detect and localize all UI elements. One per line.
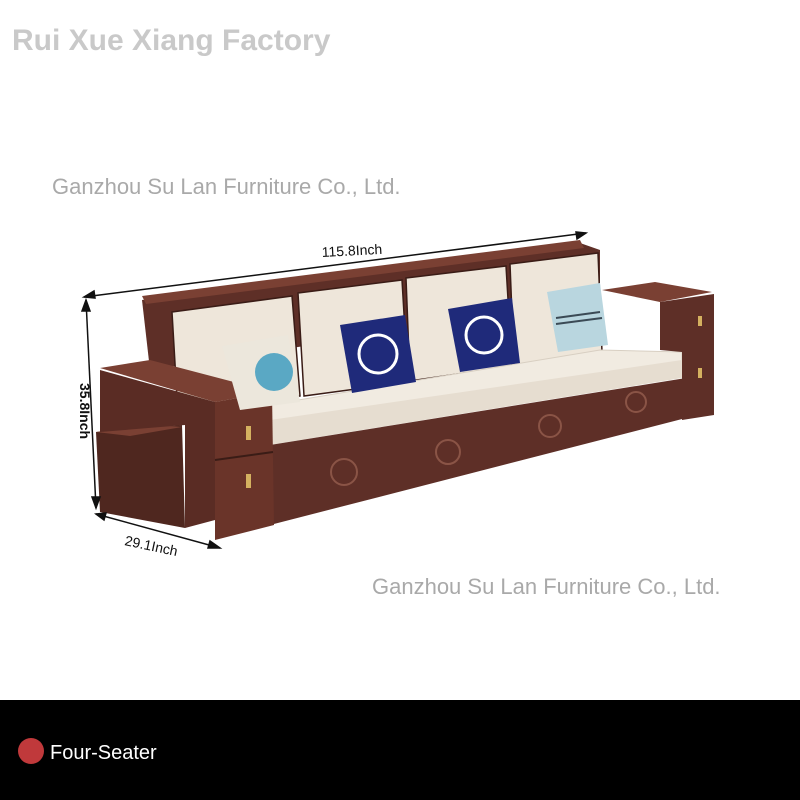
option-bar bbox=[0, 700, 800, 800]
length-dimension-line bbox=[83, 232, 587, 298]
height-label: 35.8Inch bbox=[77, 383, 93, 439]
pillow-navy bbox=[448, 298, 520, 372]
left-armrest-side bbox=[100, 370, 215, 528]
option-label: Four-Seater bbox=[50, 742, 157, 764]
length-label: 115.8Inch bbox=[321, 241, 382, 260]
company-watermark-top: Ganzhou Su Lan Furniture Co., Ltd. bbox=[52, 174, 401, 199]
pillow-light-blue bbox=[547, 283, 608, 352]
pillow-navy bbox=[340, 315, 416, 393]
factory-watermark: Rui Xue Xiang Factory bbox=[12, 24, 331, 57]
sofa-base bbox=[270, 378, 686, 525]
right-armrest-top bbox=[602, 282, 712, 302]
height-dimension-line bbox=[85, 299, 97, 509]
left-armrest-top bbox=[100, 360, 272, 402]
company-watermark-bottom: Ganzhou Su Lan Furniture Co., Ltd. bbox=[372, 574, 721, 599]
color-swatch[interactable] bbox=[18, 738, 44, 764]
sofa-back-top bbox=[142, 240, 584, 304]
sofa-illustration: 115.8Inch 35.8Inch 29.1Inch bbox=[77, 231, 714, 559]
left-armrest-front bbox=[215, 392, 274, 540]
depth-label: 29.1Inch bbox=[123, 532, 179, 559]
seat-cushion-front bbox=[270, 360, 682, 445]
depth-dimension-line bbox=[95, 513, 221, 549]
pillow-light-emblem bbox=[255, 353, 293, 391]
side-table bbox=[96, 425, 185, 528]
